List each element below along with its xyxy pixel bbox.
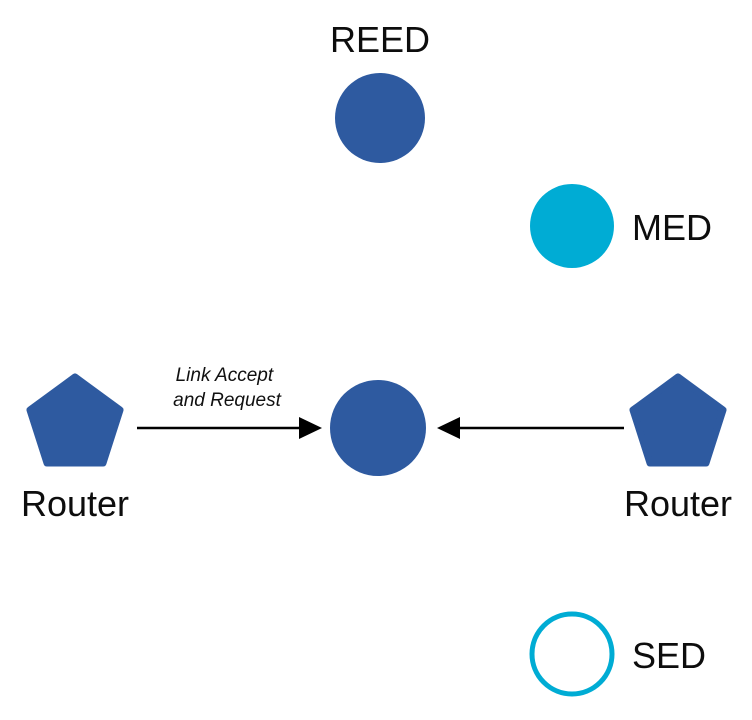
router-pentagon-left-icon bbox=[26, 373, 124, 467]
sed-label: SED bbox=[632, 635, 706, 676]
edge-group: Link Accept and Request bbox=[137, 365, 624, 439]
arrow-head-left-icon bbox=[437, 417, 460, 439]
reed-label: REED bbox=[330, 19, 430, 60]
router-pentagon-right-icon bbox=[629, 373, 727, 467]
edge-router-right-to-leader[interactable] bbox=[437, 417, 624, 439]
med-label: MED bbox=[632, 207, 712, 248]
node-leader-center[interactable] bbox=[330, 380, 426, 476]
edge-label-link-accept-request: Link Accept and Request bbox=[173, 365, 281, 411]
edge-router-left-to-leader[interactable] bbox=[137, 417, 322, 439]
node-reed[interactable]: REED bbox=[330, 19, 430, 163]
edge-label-line-2: and Request bbox=[173, 390, 281, 411]
node-med[interactable]: MED bbox=[530, 184, 712, 268]
leader-circle-icon bbox=[330, 380, 426, 476]
reed-circle-icon bbox=[335, 73, 425, 163]
router-left-label: Router bbox=[21, 483, 129, 524]
edge-label-line-1: Link Accept bbox=[176, 365, 274, 386]
node-router-left[interactable]: Router bbox=[21, 373, 129, 524]
med-circle-icon bbox=[530, 184, 614, 268]
sed-circle-outline-icon bbox=[529, 611, 615, 697]
node-router-right[interactable]: Router bbox=[624, 373, 732, 524]
node-sed[interactable]: SED bbox=[529, 611, 706, 697]
arrow-head-right-icon bbox=[299, 417, 322, 439]
router-right-label: Router bbox=[624, 483, 732, 524]
